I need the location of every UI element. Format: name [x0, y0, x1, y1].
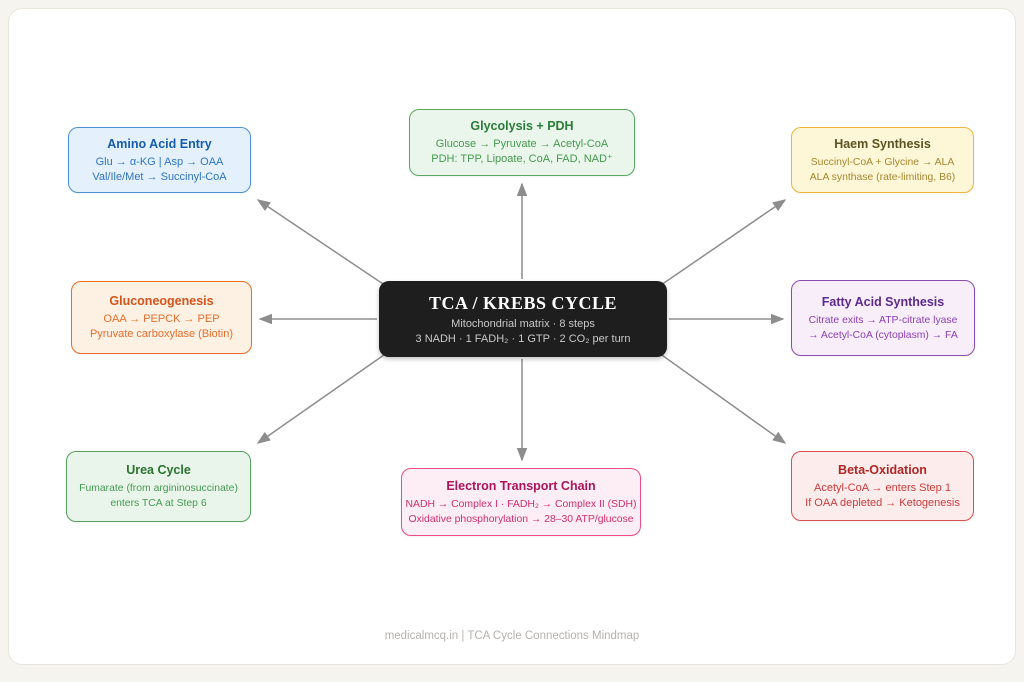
- node-line1: Glu → α-KG | Asp → OAA: [95, 155, 224, 168]
- node-urea-cycle: Urea Cycle Fumarate (from argininosuccin…: [66, 451, 251, 522]
- center-node-tca-krebs-cycle: TCA / KREBS CYCLE Mitochondrial matrix ·…: [379, 281, 667, 357]
- node-line2: Pyruvate carboxylase (Biotin): [89, 328, 234, 340]
- center-node-line1: Mitochondrial matrix · 8 steps: [451, 317, 595, 330]
- node-amino-acid-entry: Amino Acid Entry Glu → α-KG | Asp → OAA …: [68, 127, 251, 193]
- node-line2: If OAA depleted → Ketogenesis: [805, 496, 960, 509]
- node-gluconeogenesis: Gluconeogenesis OAA → PEPCK → PEP Pyruva…: [71, 281, 252, 354]
- node-haem-synthesis: Haem Synthesis Succinyl-CoA + Glycine → …: [791, 127, 974, 193]
- node-line1: Succinyl-CoA + Glycine → ALA: [810, 156, 955, 168]
- arrow-center-to-amino-acid-entry: [256, 199, 402, 297]
- node-title: Urea Cycle: [126, 463, 191, 477]
- node-title: Gluconeogenesis: [109, 294, 214, 308]
- node-line2: Oxidative phosphorylation → 28–30 ATP/gl…: [408, 513, 634, 525]
- node-glycolysis-pdh: Glycolysis + PDH Glucose → Pyruvate → Ac…: [409, 109, 635, 176]
- node-title: Glycolysis + PDH: [470, 119, 574, 133]
- center-node-title: TCA / KREBS CYCLE: [428, 292, 618, 313]
- node-line2: PDH: TPP, Lipoate, CoA, FAD, NAD⁺: [431, 153, 613, 165]
- node-title: Amino Acid Entry: [107, 136, 212, 151]
- node-line2: Val/Ile/Met → Succinyl-CoA: [92, 170, 227, 183]
- node-line1: Citrate exits → ATP-citrate lyase: [808, 314, 958, 326]
- center-node-line2: 3 NADH · 1 FADH₂ · 1 GTP · 2 CO₂ per tur…: [415, 332, 631, 345]
- node-line2: ALA synthase (rate-limiting, B6): [809, 171, 956, 183]
- node-line1: Glucose → Pyruvate → Acetyl-CoA: [435, 138, 609, 150]
- node-title: Electron Transport Chain: [446, 478, 596, 493]
- node-line2: → Acetyl-CoA (cytoplasm) → FA: [808, 329, 958, 341]
- footer-watermark: medicalmcq.in | TCA Cycle Connections Mi…: [384, 630, 640, 642]
- node-line1: Fumarate (from argininosuccinate): [79, 483, 238, 494]
- node-line1: Acetyl-CoA → enters Step 1: [814, 481, 951, 494]
- node-fatty-acid-synthesis: Fatty Acid Synthesis Citrate exits → ATP…: [791, 280, 975, 356]
- node-title: Fatty Acid Synthesis: [821, 294, 945, 309]
- node-line1: OAA → PEPCK → PEP: [103, 313, 220, 325]
- node-line1: NADH → Complex I · FADH₂ → Complex II (S…: [405, 498, 637, 510]
- node-beta-oxidation: Beta-Oxidation Acetyl-CoA → enters Step …: [791, 451, 974, 521]
- node-line2: enters TCA at Step 6: [110, 498, 207, 509]
- node-electron-transport-chain: Electron Transport Chain NADH → Complex …: [401, 468, 641, 536]
- arrow-center-to-haem-synthesis: [644, 199, 787, 297]
- node-title: Beta-Oxidation: [838, 462, 927, 477]
- mindmap-card: TCA / KREBS CYCLE Mitochondrial matrix ·…: [8, 8, 1016, 665]
- arrow-center-to-urea-cycle: [256, 342, 402, 444]
- arrow-center-to-beta-oxidation: [644, 342, 787, 444]
- node-title: Haem Synthesis: [834, 136, 931, 151]
